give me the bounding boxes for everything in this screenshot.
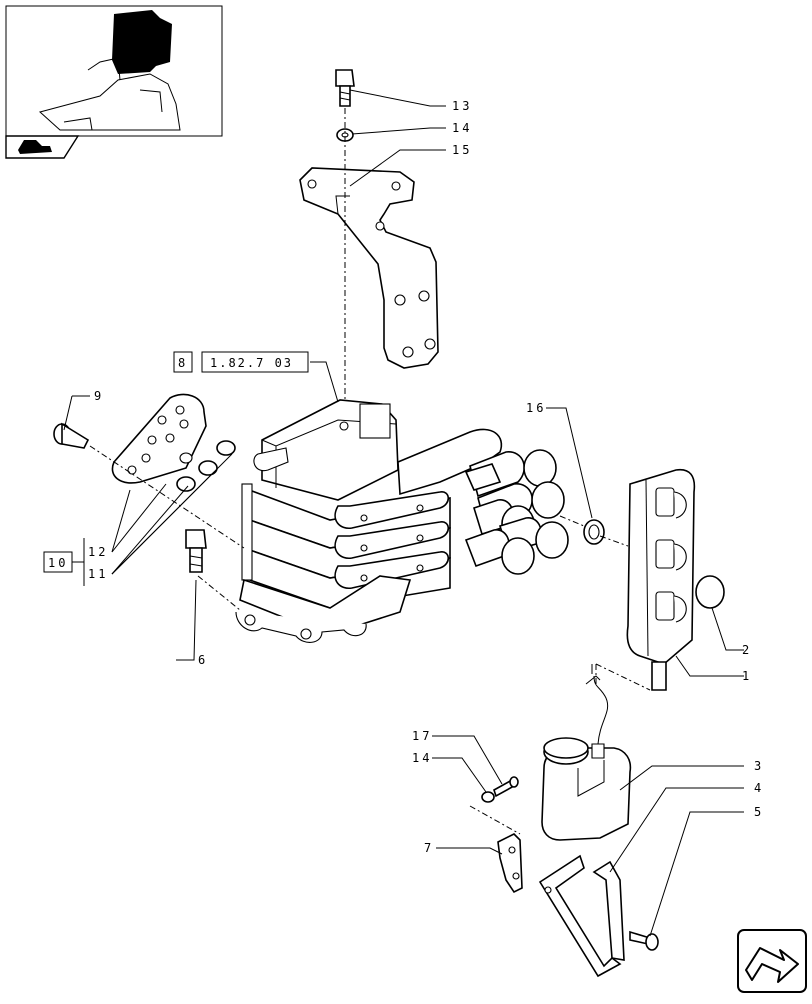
mount-washer bbox=[481, 791, 495, 803]
thumbnail-locator[interactable] bbox=[5, 5, 223, 159]
end-plate-bolt bbox=[53, 422, 90, 449]
callout-labels: 13 14 15 9 16 12 11 6 2 1 17 14 3 4 5 7 bbox=[88, 99, 764, 855]
tractor-silhouette-icon bbox=[5, 135, 80, 159]
callout-1: 1 bbox=[742, 669, 752, 683]
valve-bracket bbox=[299, 167, 439, 369]
tractor-location-thumbnail bbox=[38, 10, 181, 131]
callout-10: 10 bbox=[48, 556, 68, 570]
leader-lines bbox=[63, 89, 744, 937]
next-page-arrow-icon[interactable] bbox=[737, 929, 807, 993]
callout-10-box: 10 bbox=[43, 551, 73, 573]
callout-16: 16 bbox=[526, 401, 546, 415]
callout-14-top: 14 bbox=[452, 121, 472, 135]
strap-screw bbox=[629, 930, 659, 951]
callout-5: 5 bbox=[754, 805, 764, 819]
mount-bolt bbox=[493, 776, 519, 798]
reference-code: 1.82.7 03 bbox=[210, 356, 293, 370]
callout-17: 17 bbox=[412, 729, 432, 743]
reference-box[interactable]: 8 1.82.7 03 bbox=[173, 351, 309, 373]
dust-cap bbox=[695, 575, 725, 609]
bracket-bolt bbox=[335, 69, 355, 107]
callout-6: 6 bbox=[198, 653, 208, 667]
oil-reservoir bbox=[541, 664, 632, 841]
coupler-seal bbox=[583, 519, 605, 545]
o-ring-seals bbox=[176, 440, 236, 492]
valve-mounting-bolt bbox=[185, 529, 207, 573]
callout-9: 9 bbox=[94, 389, 104, 403]
reservoir-strap bbox=[538, 854, 625, 978]
quick-coupler-bank bbox=[464, 449, 569, 575]
callout-12: 12 bbox=[88, 545, 108, 559]
control-valve-assembly bbox=[235, 399, 569, 643]
callout-3: 3 bbox=[754, 759, 764, 773]
callout-11: 11 bbox=[88, 567, 108, 581]
coupler-manifold bbox=[626, 468, 696, 691]
reservoir-mount-bracket bbox=[497, 833, 523, 894]
callout-13: 13 bbox=[452, 99, 472, 113]
callout-14-bottom: 14 bbox=[412, 751, 432, 765]
callout-2: 2 bbox=[742, 643, 752, 657]
callout-4: 4 bbox=[754, 781, 764, 795]
callout-7: 7 bbox=[424, 841, 434, 855]
callout-15: 15 bbox=[452, 143, 472, 157]
reference-section: 8 bbox=[178, 356, 188, 370]
